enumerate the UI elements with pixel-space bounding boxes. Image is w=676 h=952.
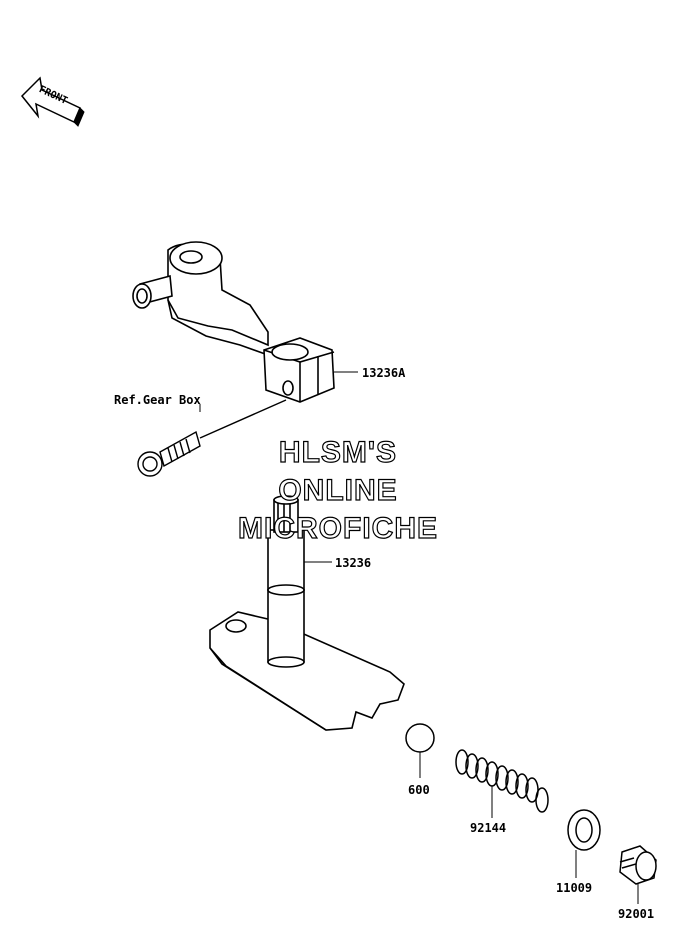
callout-600: 600: [408, 783, 430, 797]
leader-lines: [199, 371, 639, 904]
callout-92144: 92144: [470, 821, 506, 835]
callout-13236A: 13236A: [362, 366, 406, 380]
callout-ref-gear-box: Ref.Gear Box: [114, 393, 201, 407]
ball-600: [405, 723, 435, 753]
watermark-line-1: HLSM'S: [279, 436, 397, 469]
watermark-line-3: MICROFICHE: [238, 512, 438, 545]
watermark-line-2: ONLINE: [278, 474, 397, 507]
plug-bolt-92001: [619, 845, 657, 885]
washer-11009: [567, 809, 601, 851]
callout-11009: 11009: [556, 881, 592, 895]
shift-shaft: [209, 495, 405, 731]
shift-lever-arm: [132, 241, 335, 403]
gear-box-bolt: [137, 399, 287, 477]
callout-92001: 92001: [618, 907, 654, 921]
spring-92144: [455, 749, 549, 813]
front-arrow: FRONT: [20, 76, 85, 127]
callout-13236: 13236: [335, 556, 371, 570]
